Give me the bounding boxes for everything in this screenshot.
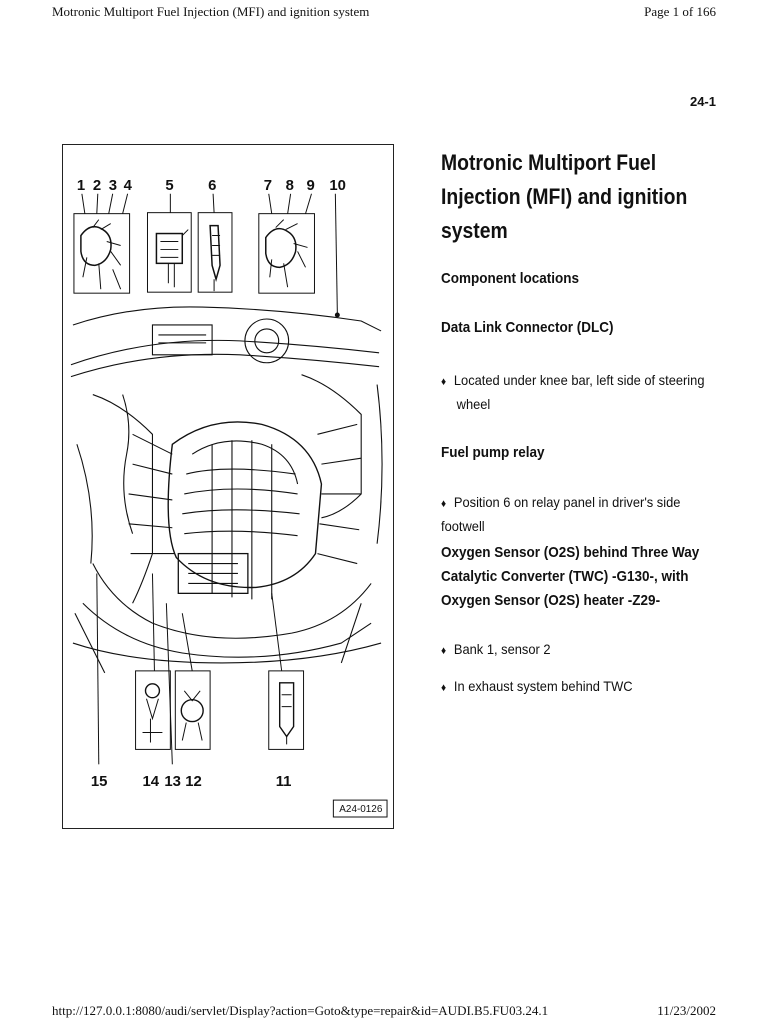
engine-component-diagram: 1 2 3 4 5 6 7 8 9 10: [62, 144, 394, 829]
callout-6: 6: [208, 178, 216, 194]
inset-7-9: [258, 213, 315, 294]
callout-7: 7: [264, 178, 272, 194]
figure-code: A24-0126: [332, 799, 388, 818]
top-callouts: 1 2 3 4 5 6 7 8 9 10: [77, 178, 346, 194]
callout-10: 10: [329, 178, 346, 194]
callout-14: 14: [143, 774, 160, 790]
callout-1: 1: [77, 178, 85, 194]
inset-1-4: [73, 213, 131, 294]
header-page-count: Page 1 of 166: [644, 4, 716, 19]
inset-14: [135, 670, 171, 750]
bullet-exhaust-location: ♦In exhaust system behind TWC: [441, 675, 717, 699]
engine-bay-sketch: [70, 306, 383, 674]
header-title: Motronic Multiport Fuel Injection (MFI) …: [52, 4, 370, 19]
bottom-callouts: 15 14 13 12 11: [91, 774, 292, 790]
diamond-bullet-icon: ♦: [441, 376, 447, 388]
heading-component-locations: Component locations: [441, 270, 580, 287]
callout-4: 4: [124, 178, 133, 194]
bullet-relay-position: ♦Position 6 on relay panel in driver's s…: [441, 494, 681, 534]
footer-url: http://127.0.0.1:8080/audi/servlet/Displ…: [52, 1003, 549, 1018]
bottom-insets: [135, 670, 305, 750]
diamond-bullet-icon: ♦: [441, 645, 447, 657]
callout-3: 3: [109, 178, 117, 194]
callout-11: 11: [276, 774, 292, 790]
inset-12-13: [174, 670, 211, 750]
page-title: Motronic Multiport Fuel Injection (MFI) …: [441, 150, 688, 243]
engine-illustration: 1 2 3 4 5 6 7 8 9 10: [70, 178, 388, 818]
callout-5: 5: [165, 178, 173, 194]
top-insets: [73, 193, 340, 318]
inset-11: [268, 670, 305, 750]
callout-12: 12: [185, 774, 202, 790]
callout-2: 2: [93, 178, 101, 194]
heading-oxygen-sensor: Oxygen Sensor (O2S) behind Three Way Cat…: [441, 544, 700, 609]
inset-5: [146, 212, 192, 293]
callout-15: 15: [91, 774, 108, 790]
callout-9: 9: [307, 178, 315, 194]
bullet-bank-sensor: ♦Bank 1, sensor 2: [441, 638, 717, 662]
footer-date: 11/23/2002: [657, 1003, 716, 1018]
bullet-dlc-location: ♦Located under knee bar, left side of st…: [441, 372, 705, 412]
diamond-bullet-icon: ♦: [441, 498, 447, 510]
inset-6: [197, 212, 233, 293]
callout-8: 8: [286, 178, 294, 194]
bottom-leaders: [96, 573, 283, 765]
page-number: 24-1: [689, 94, 716, 109]
content-column: Motronic Multiport Fuel Injection (MFI) …: [441, 146, 731, 694]
heading-dlc: Data Link Connector (DLC): [441, 319, 614, 336]
figure-code-text: A24-0126: [339, 804, 383, 815]
diamond-bullet-icon: ♦: [441, 682, 447, 694]
heading-fuel-pump-relay: Fuel pump relay: [441, 444, 545, 461]
callout-13: 13: [164, 774, 181, 790]
